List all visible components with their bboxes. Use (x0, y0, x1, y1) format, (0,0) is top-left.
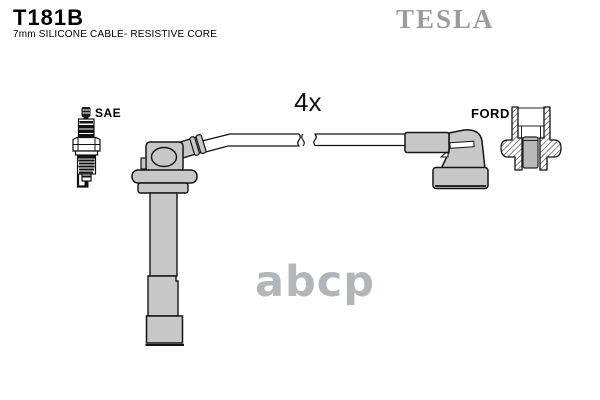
section-cavity (517, 107, 545, 139)
boot-shaft (145, 192, 184, 346)
connector-type-label: FORD (471, 106, 510, 121)
section-terminal (522, 136, 539, 169)
ignition-cable-illustration (197, 133, 409, 154)
spark-plug-hex-body (72, 136, 101, 158)
boot-head (140, 141, 184, 173)
spark-plug-electrode (76, 173, 92, 188)
cable-left-segment (197, 133, 301, 154)
spark-plug-threads (76, 157, 97, 175)
spark-plug-terminal (81, 107, 91, 120)
spark-plug-insulator (77, 118, 95, 140)
cable-right-segment (313, 133, 409, 147)
part-number: T181B (13, 5, 85, 30)
brand-logo: TESLA (396, 4, 495, 34)
section-right-wall (539, 106, 562, 171)
boot-flange (131, 169, 198, 194)
quantity-label: 4x (294, 87, 322, 117)
spark-plug-illustration (72, 107, 101, 188)
ford-connector-cross-section (500, 106, 562, 171)
coil-boot-illustration (131, 134, 207, 346)
section-left-wall (500, 106, 523, 171)
distributor-boot-illustration (404, 129, 489, 190)
part-description: 7mm SILICONE CABLE- RESISTIVE CORE (13, 29, 218, 40)
boot-skirt (432, 166, 489, 190)
cable-break-icon (301, 133, 305, 147)
watermark: abcp (255, 257, 376, 307)
spark-plug-standard-label: SAE (95, 106, 122, 120)
boot-cable-sleeve (404, 131, 450, 154)
